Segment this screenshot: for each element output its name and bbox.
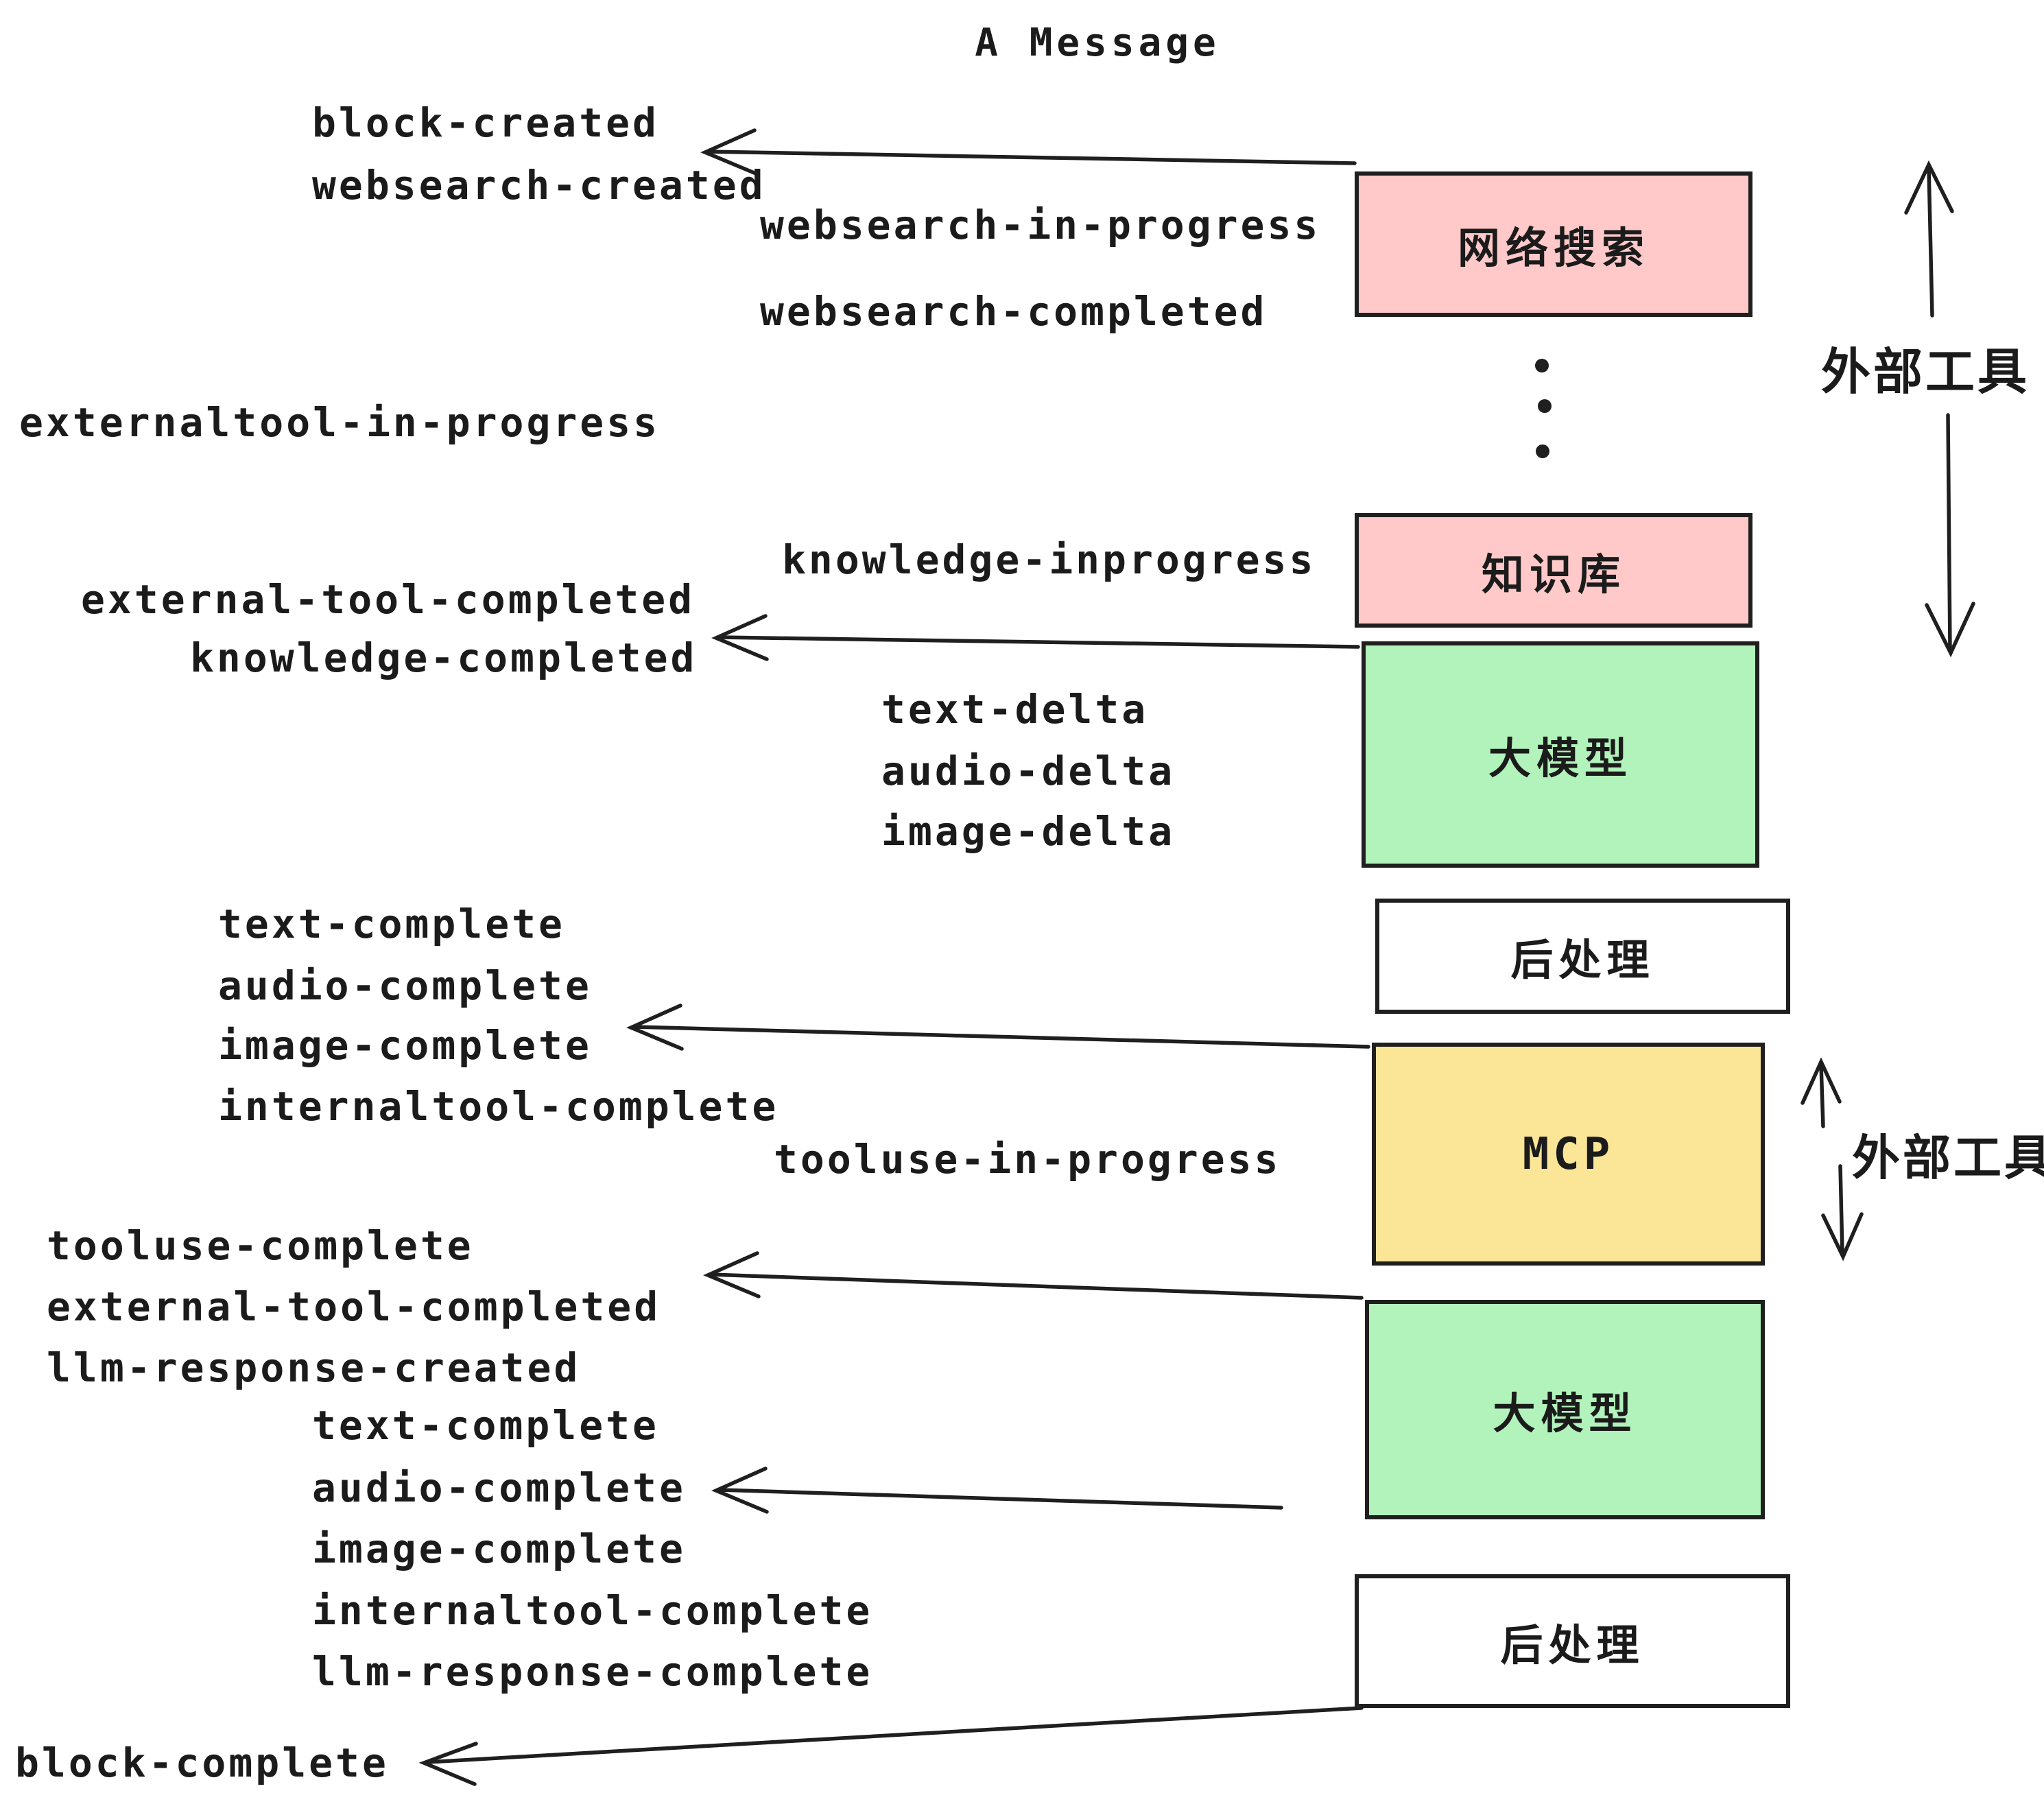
event-websearch-in-progress: websearch-in-progress bbox=[760, 202, 1321, 248]
ellipsis-dots-icon bbox=[1535, 359, 1552, 458]
node-postprocess-1-label: 后处理 bbox=[1510, 935, 1655, 985]
arrow-websearch-to-created-icon bbox=[700, 128, 1357, 176]
event-llm-response-complete: llm-response-complete bbox=[312, 1648, 873, 1695]
arrow-post2-to-block-complete-icon bbox=[418, 1706, 1364, 1786]
node-mcp: MCP bbox=[1372, 1043, 1765, 1266]
event-tooluse-complete: tooluse-complete bbox=[47, 1222, 474, 1269]
event-llm-response-created: llm-response-created bbox=[47, 1344, 581, 1391]
arrow-llm2-to-tooluse-complete-icon bbox=[703, 1251, 1364, 1300]
event-external-tool-completed: external-tool-completed bbox=[81, 576, 696, 623]
event-block-created: block-created bbox=[312, 99, 659, 146]
mcp-external-tools-up-arrow-icon bbox=[1801, 1057, 1842, 1128]
arrow-mcp-to-image-complete-icon bbox=[626, 1004, 1370, 1051]
node-llm-1: 大模型 bbox=[1362, 641, 1759, 868]
node-llm-2: 大模型 bbox=[1365, 1300, 1765, 1519]
arrow-llm-to-knowledge-completed-icon bbox=[711, 614, 1360, 661]
node-mcp-label: MCP bbox=[1522, 1128, 1615, 1180]
event-internaltool-complete: internaltool-complete bbox=[218, 1083, 779, 1130]
node-postprocess-1: 后处理 bbox=[1375, 899, 1790, 1014]
node-postprocess-2: 后处理 bbox=[1355, 1574, 1790, 1708]
node-knowledge-base-label: 知识库 bbox=[1481, 549, 1626, 600]
node-llm-2-label: 大模型 bbox=[1493, 1388, 1637, 1438]
external-tools-up-arrow-icon bbox=[1904, 160, 1954, 318]
event-image-complete-2: image-complete bbox=[312, 1526, 686, 1572]
event-knowledge-inprogress: knowledge-inprogress bbox=[782, 536, 1316, 583]
external-tools-label-top: 外部工具 bbox=[1821, 343, 2030, 401]
event-external-tool-completed-2: external-tool-completed bbox=[47, 1283, 661, 1330]
event-image-delta: image-delta bbox=[881, 808, 1176, 855]
event-image-complete: image-complete bbox=[218, 1022, 592, 1069]
event-text-delta: text-delta bbox=[881, 686, 1149, 733]
event-externaltool-in-progress: externaltool-in-progress bbox=[19, 399, 661, 446]
page-title: A Message bbox=[975, 21, 1220, 65]
event-audio-complete-2: audio-complete bbox=[312, 1464, 686, 1511]
event-audio-complete: audio-complete bbox=[218, 962, 592, 1009]
arrow-llm2-to-audio-complete-icon bbox=[711, 1467, 1283, 1514]
event-websearch-completed: websearch-completed bbox=[760, 288, 1268, 335]
node-websearch-label: 网络搜索 bbox=[1457, 223, 1650, 273]
event-text-complete-2: text-complete bbox=[312, 1402, 659, 1449]
node-websearch: 网络搜索 bbox=[1355, 171, 1752, 317]
node-postprocess-2-label: 后处理 bbox=[1500, 1619, 1645, 1670]
event-tooluse-in-progress: tooluse-in-progress bbox=[774, 1136, 1281, 1183]
event-websearch-created: websearch-created bbox=[312, 162, 766, 209]
event-internaltool-complete-2: internaltool-complete bbox=[312, 1587, 873, 1634]
node-knowledge-base: 知识库 bbox=[1355, 513, 1752, 628]
event-text-complete: text-complete bbox=[218, 901, 565, 947]
event-block-complete: block-complete bbox=[15, 1740, 389, 1786]
event-knowledge-completed: knowledge-completed bbox=[190, 634, 698, 681]
external-tools-down-arrow-icon bbox=[1925, 413, 1975, 658]
event-audio-delta: audio-delta bbox=[881, 748, 1176, 794]
external-tools-label-mcp: 外部工具 bbox=[1852, 1130, 2044, 1186]
node-llm-1-label: 大模型 bbox=[1488, 733, 1632, 783]
